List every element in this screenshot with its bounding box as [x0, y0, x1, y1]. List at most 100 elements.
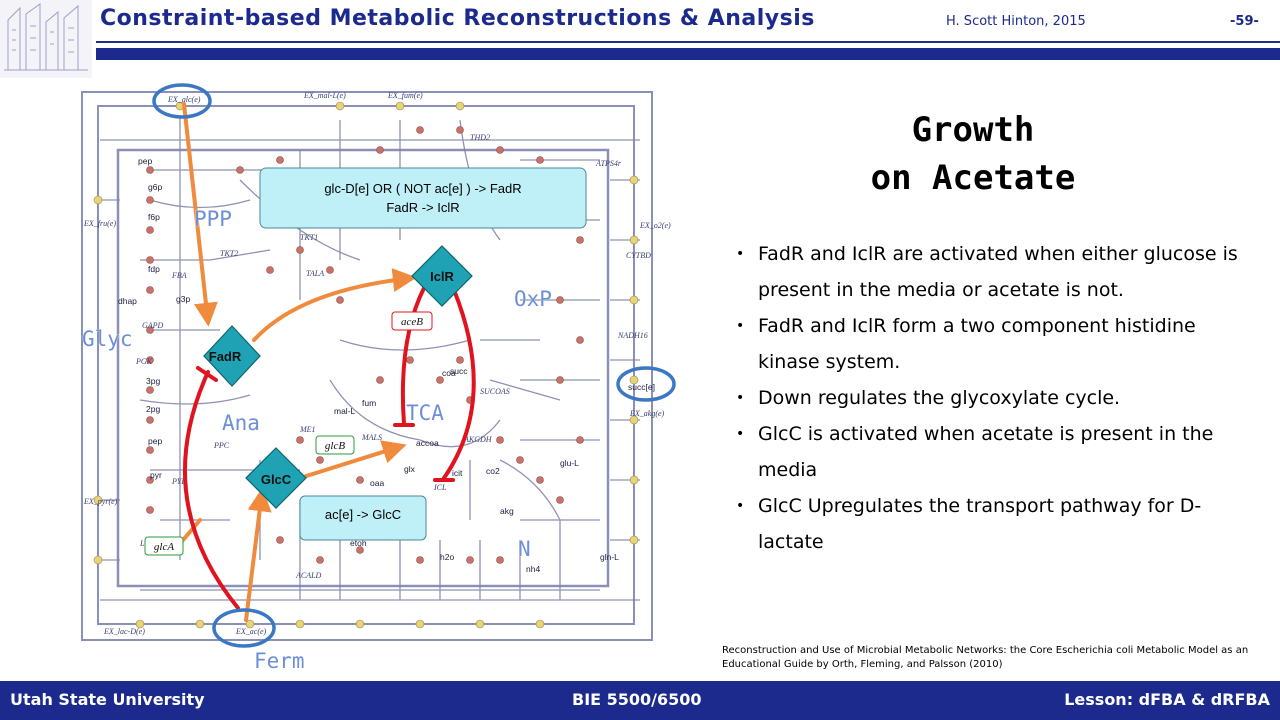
- subsystem-ppp-label: PPP: [194, 207, 232, 231]
- regulator-fadr-label: FadR: [209, 349, 242, 364]
- svg-text:glcA: glcA: [154, 541, 174, 553]
- map-label: coa: [442, 368, 456, 378]
- map-label: co2: [486, 466, 500, 476]
- map-label: MALS: [361, 433, 382, 442]
- map-label: PYK: [171, 477, 187, 486]
- map-label: EX_ac(e): [235, 627, 267, 636]
- map-label: etoh: [350, 538, 367, 548]
- regulator-iclr-label: IclR: [430, 269, 454, 284]
- pathway-arrows: [176, 102, 417, 622]
- map-label: EX_fum(e): [387, 91, 423, 100]
- subsystem-ferm-label: Ferm: [254, 649, 305, 673]
- svg-text:glcB: glcB: [325, 440, 345, 452]
- slide-title-line1: Growth: [911, 110, 1035, 150]
- map-label: EX_o2(e): [639, 221, 671, 230]
- cytosol-box: [116, 148, 610, 588]
- slide-title: Growth on Acetate: [842, 106, 1104, 202]
- map-label: EX_pyr(e): [83, 497, 118, 506]
- map-label: ATPS4r: [595, 159, 622, 168]
- header-rule: [96, 41, 1280, 43]
- periplasm-box: [97, 105, 635, 625]
- map-label: oaa: [370, 478, 384, 488]
- map-label: accoa: [416, 438, 439, 448]
- map-label: g6p: [148, 182, 162, 192]
- callout-glcc-rule: ac[e] -> GlcC: [325, 507, 401, 522]
- regulator-fadr: FadR: [203, 325, 261, 387]
- map-label: 3pg: [146, 376, 160, 386]
- map-label: EX_lac-D(e): [103, 627, 145, 636]
- map-label: fum: [362, 398, 376, 408]
- map-label: ACALD: [295, 571, 322, 580]
- footer-lesson: Lesson: dFBA & dRFBA: [1064, 690, 1270, 709]
- bullet-list: FadR and IclR are activated when either …: [734, 236, 1254, 560]
- map-label: EX_akg(e): [629, 409, 665, 418]
- university-logo: [0, 0, 92, 78]
- subsystem-n-label: N: [518, 537, 531, 561]
- extracellular-box: [81, 91, 653, 641]
- map-label: SUCOAS: [480, 387, 510, 396]
- map-label: 2pg: [146, 404, 160, 414]
- map-label: TALA: [306, 269, 324, 278]
- svg-text:aceB: aceB: [401, 316, 423, 328]
- metabolic-map: EX_glc(e) EX_mal-L(e) EX_fum(e) EX_o2(e)…: [81, 83, 676, 673]
- header-bar: [96, 48, 1280, 60]
- regulator-glcc-label: GlcC: [261, 472, 292, 487]
- map-label: glu-L: [560, 458, 579, 468]
- map-label: CYTBD: [626, 251, 651, 260]
- map-label: h2o: [440, 552, 454, 562]
- bullet-item: Down regulates the glycoxylate cycle.: [734, 380, 1254, 416]
- map-label: ICL: [433, 483, 447, 492]
- glcc-rule-callout: [299, 495, 427, 541]
- map-label: fdp: [148, 264, 160, 274]
- regulator-glcc: GlcC: [245, 447, 307, 509]
- map-label: akg: [500, 506, 514, 516]
- map-label: pep: [148, 436, 162, 446]
- regulatory-rule-callout: [259, 167, 587, 229]
- map-label: PPC: [213, 441, 230, 450]
- bullet-item: FadR and IclR form a two component histi…: [734, 308, 1254, 380]
- map-label: g3p: [176, 294, 190, 304]
- highlight-succinate-exchange: [616, 366, 676, 402]
- subsystem-glyc-label: Glyc: [82, 327, 133, 351]
- page-number: -59-: [1230, 14, 1259, 29]
- map-label: EX_mal-L(e): [303, 91, 346, 100]
- header-title: Constraint-based Metabolic Reconstructio…: [100, 6, 815, 31]
- metabolite-nodes: [146, 126, 584, 564]
- gene-tag-aceb: aceB: [391, 311, 433, 331]
- map-label: THD2: [470, 133, 490, 142]
- map-label: succ: [450, 366, 468, 376]
- map-label: TKT1: [300, 233, 318, 242]
- subsystem-ana-label: Ana: [222, 411, 260, 435]
- map-label: icit: [452, 468, 463, 478]
- callout-rule-line2: FadR -> IclR: [386, 200, 459, 215]
- gene-tag-glcb: glcB: [315, 435, 355, 455]
- slide-title-line2: on Acetate: [870, 158, 1076, 198]
- gene-tag-glca: glcA: [144, 536, 184, 556]
- regulator-iclr: IclR: [411, 245, 473, 307]
- map-label: pyr: [150, 470, 162, 480]
- repression-arcs: [182, 286, 476, 610]
- map-label: NADH16: [617, 331, 648, 340]
- map-label: succ[e]: [628, 382, 655, 392]
- header-author: H. Scott Hinton, 2015: [946, 14, 1086, 29]
- map-label: gln-L: [600, 552, 619, 562]
- highlight-glucose-exchange: [152, 83, 212, 119]
- footer-course: BIE 5500/6500: [572, 690, 702, 709]
- highlight-acetate-exchange: [212, 608, 276, 648]
- footer-university: Utah State University: [10, 690, 205, 709]
- subsystem-oxp-label: OxP: [514, 287, 552, 311]
- map-label: ME1: [299, 425, 316, 434]
- map-label: dhap: [118, 296, 137, 306]
- footer-bar: Utah State University BIE 5500/6500 Less…: [0, 681, 1280, 720]
- subsystem-tca-label: TCA: [406, 401, 444, 425]
- bullet-item: GlcC Upregulates the transport pathway f…: [734, 488, 1254, 560]
- map-label: AKGDH: [463, 435, 493, 444]
- map-label: PGK: [135, 357, 153, 366]
- map-label: mal-L: [334, 406, 356, 416]
- map-label: glx: [404, 464, 416, 474]
- map-label: EX_fru(e): [83, 219, 116, 228]
- map-label: FBA: [171, 271, 187, 280]
- citation: Reconstruction and Use of Microbial Meta…: [722, 645, 1249, 670]
- callout-rule-line1: glc-D[e] OR ( NOT ac[e] ) -> FadR: [324, 181, 521, 196]
- bullet-item: GlcC is activated when acetate is presen…: [734, 416, 1254, 488]
